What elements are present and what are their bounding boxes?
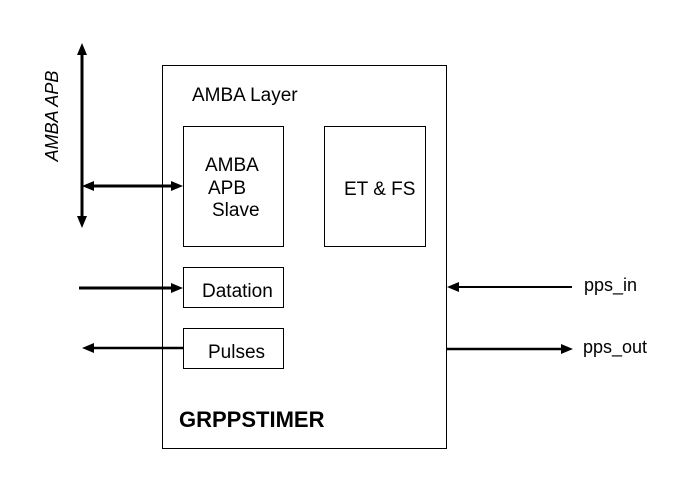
pulses-label: Pulses <box>208 342 266 363</box>
pps-out-label: pps_out <box>583 337 648 357</box>
pulses-block <box>183 328 284 369</box>
pps-in-arrow <box>447 282 572 292</box>
et-fs-label: ET & FS <box>344 179 416 200</box>
amba-apb-slave-label-line2: APB <box>208 178 247 199</box>
amba-apb-slave-label-line3: Slave <box>212 200 260 221</box>
pulses-output-arrow <box>82 343 183 353</box>
pps-in-label: pps_in <box>584 275 638 295</box>
amba-apb-slave-block <box>183 126 284 247</box>
amba-apb-bus-arrow <box>77 43 87 228</box>
datation-label: Datation <box>202 281 273 302</box>
apb-slave-connection-arrow <box>82 181 183 191</box>
et-fs-block <box>324 126 426 247</box>
datation-block <box>183 267 284 308</box>
datation-input-arrow <box>79 283 183 293</box>
amba-layer-label: AMBA Layer <box>192 85 298 106</box>
pps-out-arrow <box>447 344 573 354</box>
amba-apb-slave-label-line1: AMBA <box>205 155 259 176</box>
block-title: GRPPSTIMER <box>179 407 325 432</box>
